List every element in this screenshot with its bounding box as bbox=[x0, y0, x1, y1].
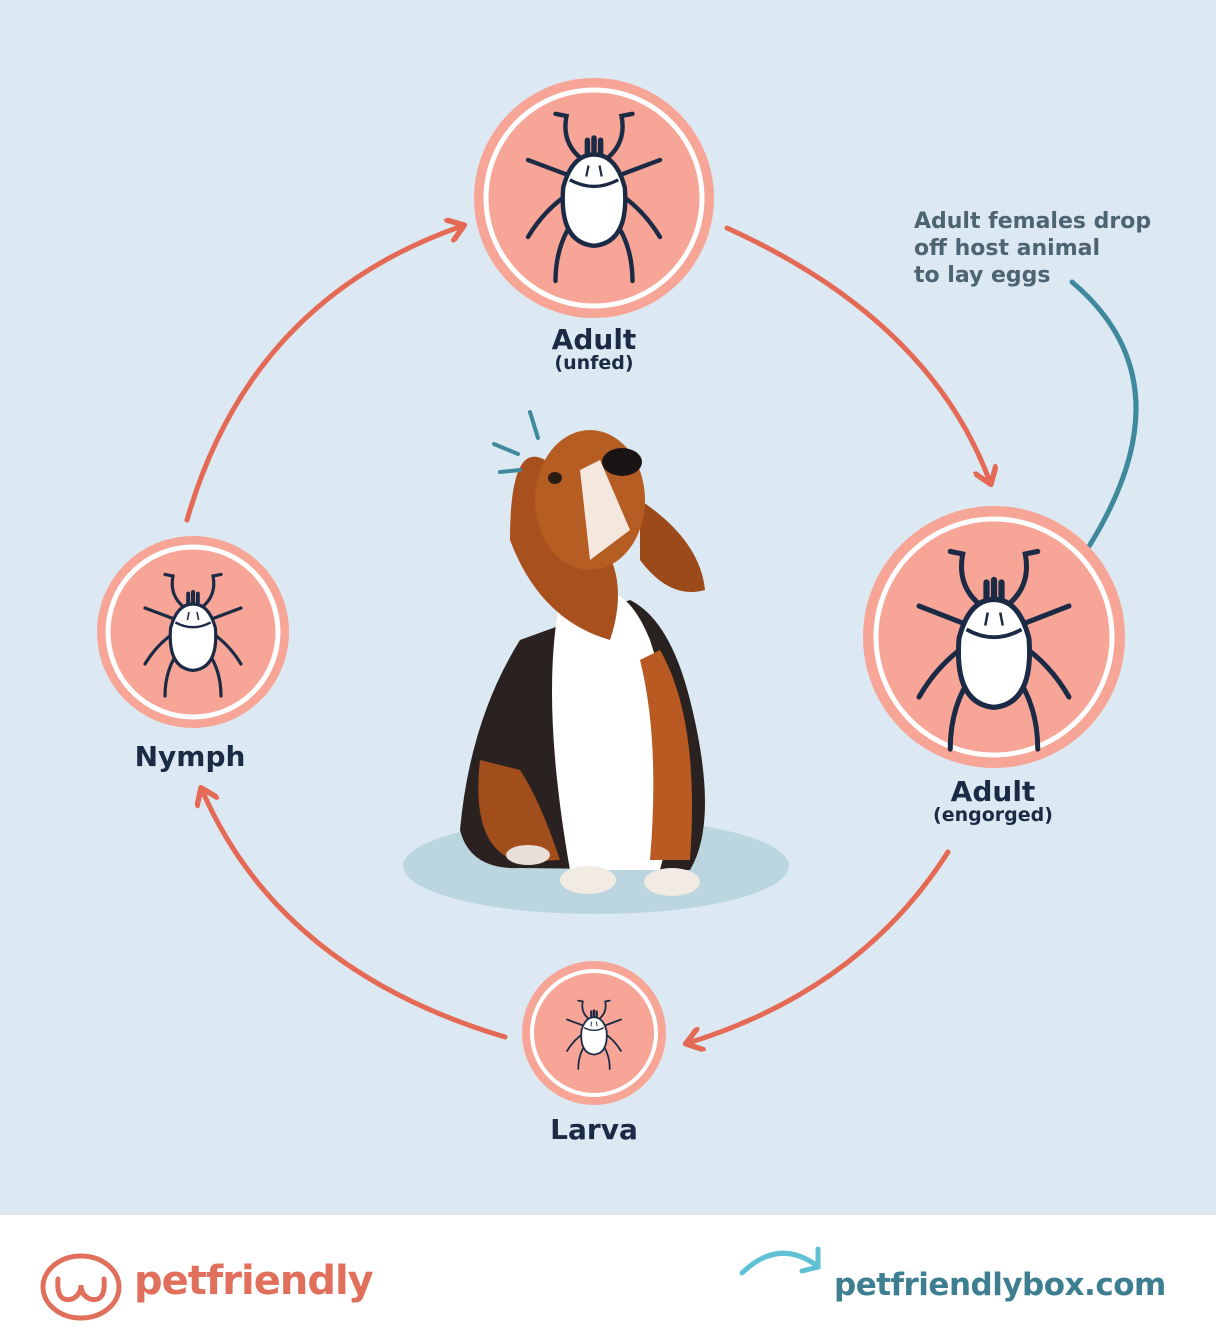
label-nymph: Nymph bbox=[134, 740, 246, 773]
arrow-larva-to-nymph bbox=[202, 790, 508, 1040]
circle-nymph bbox=[97, 536, 289, 728]
diagram-art bbox=[97, 78, 1139, 1105]
stage-subtitle: (unfed) bbox=[554, 352, 634, 375]
arrow-unfed-to-engorged bbox=[724, 225, 990, 482]
petfriendly-logo-icon bbox=[40, 1253, 122, 1321]
arrow-nymph-to-adult bbox=[184, 226, 462, 523]
label-adult-engorged: Adult (engorged) bbox=[933, 777, 1053, 826]
dog-illustration bbox=[403, 430, 789, 914]
brand-name: petfriendly bbox=[134, 1258, 374, 1304]
label-adult-unfed: Adult (unfed) bbox=[552, 325, 637, 374]
arrow-engorged-to-larva bbox=[688, 849, 951, 1043]
website-link[interactable]: petfriendlybox.com bbox=[834, 1267, 1166, 1303]
stage-title: Nymph bbox=[134, 740, 246, 773]
drop-off-note: Adult females drop off host animal to la… bbox=[914, 208, 1151, 289]
circle-larva bbox=[522, 961, 666, 1105]
note-line: off host animal bbox=[914, 236, 1101, 261]
tick-lifecycle-diagram: Adult (unfed) Adult (engorged) Nymph Lar… bbox=[0, 0, 1216, 1215]
note-line: Adult females drop bbox=[914, 209, 1152, 234]
surprise-lines-icon bbox=[492, 410, 540, 474]
curved-arrow-icon bbox=[739, 1246, 821, 1276]
label-larva: Larva bbox=[550, 1113, 638, 1146]
stage-title: Adult bbox=[551, 323, 637, 356]
circle-adult-engorged bbox=[863, 506, 1125, 768]
stage-title: Larva bbox=[550, 1113, 638, 1146]
footer: petfriendly petfriendlybox.com bbox=[0, 1215, 1216, 1344]
stage-title: Adult bbox=[950, 775, 1036, 808]
stage-subtitle: (engorged) bbox=[933, 804, 1053, 827]
arrow-drop-off bbox=[1072, 279, 1139, 572]
note-line: to lay eggs bbox=[914, 263, 1051, 288]
circle-adult-unfed bbox=[474, 78, 714, 318]
